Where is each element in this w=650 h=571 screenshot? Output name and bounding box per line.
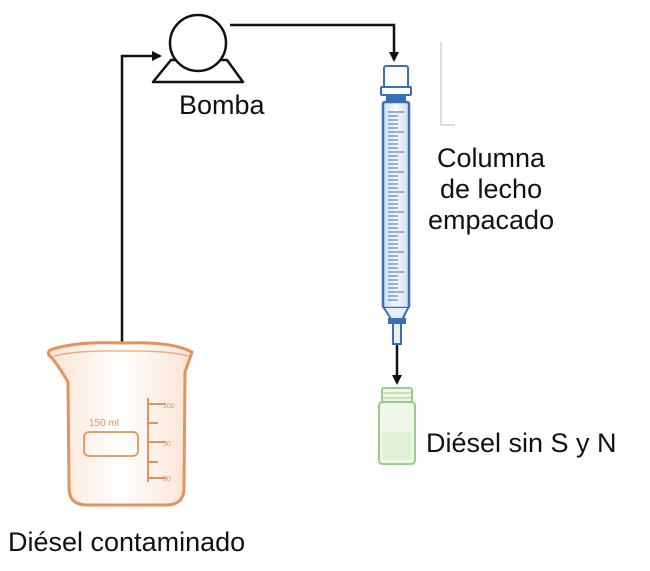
beaker-scale-mark: 50	[163, 441, 171, 448]
beaker-scale-mark: 50	[163, 476, 171, 483]
column-graduations	[388, 111, 404, 301]
column-label-line: Columna	[437, 143, 546, 173]
column-label-line: de lecho	[440, 174, 543, 205]
vial-icon	[378, 387, 416, 465]
beaker-volume-label: 150 ml	[89, 418, 119, 429]
column-label: Columna de lecho empacado	[428, 143, 554, 236]
column-icon	[380, 42, 455, 345]
column-label-line: empacado	[428, 205, 555, 236]
pump-label: Bomba	[179, 90, 265, 120]
contaminated-diesel-label: Diésel contaminado	[8, 527, 246, 557]
beaker-icon: 150 ml 100 50 50	[46, 341, 194, 507]
suction-line	[120, 51, 162, 350]
pump-icon	[151, 13, 245, 84]
discharge-line	[230, 23, 399, 62]
beaker-scale-mark: 100	[163, 403, 175, 410]
flow-lines	[120, 23, 402, 385]
clean-diesel-label: Diésel sin S y N	[426, 428, 617, 458]
